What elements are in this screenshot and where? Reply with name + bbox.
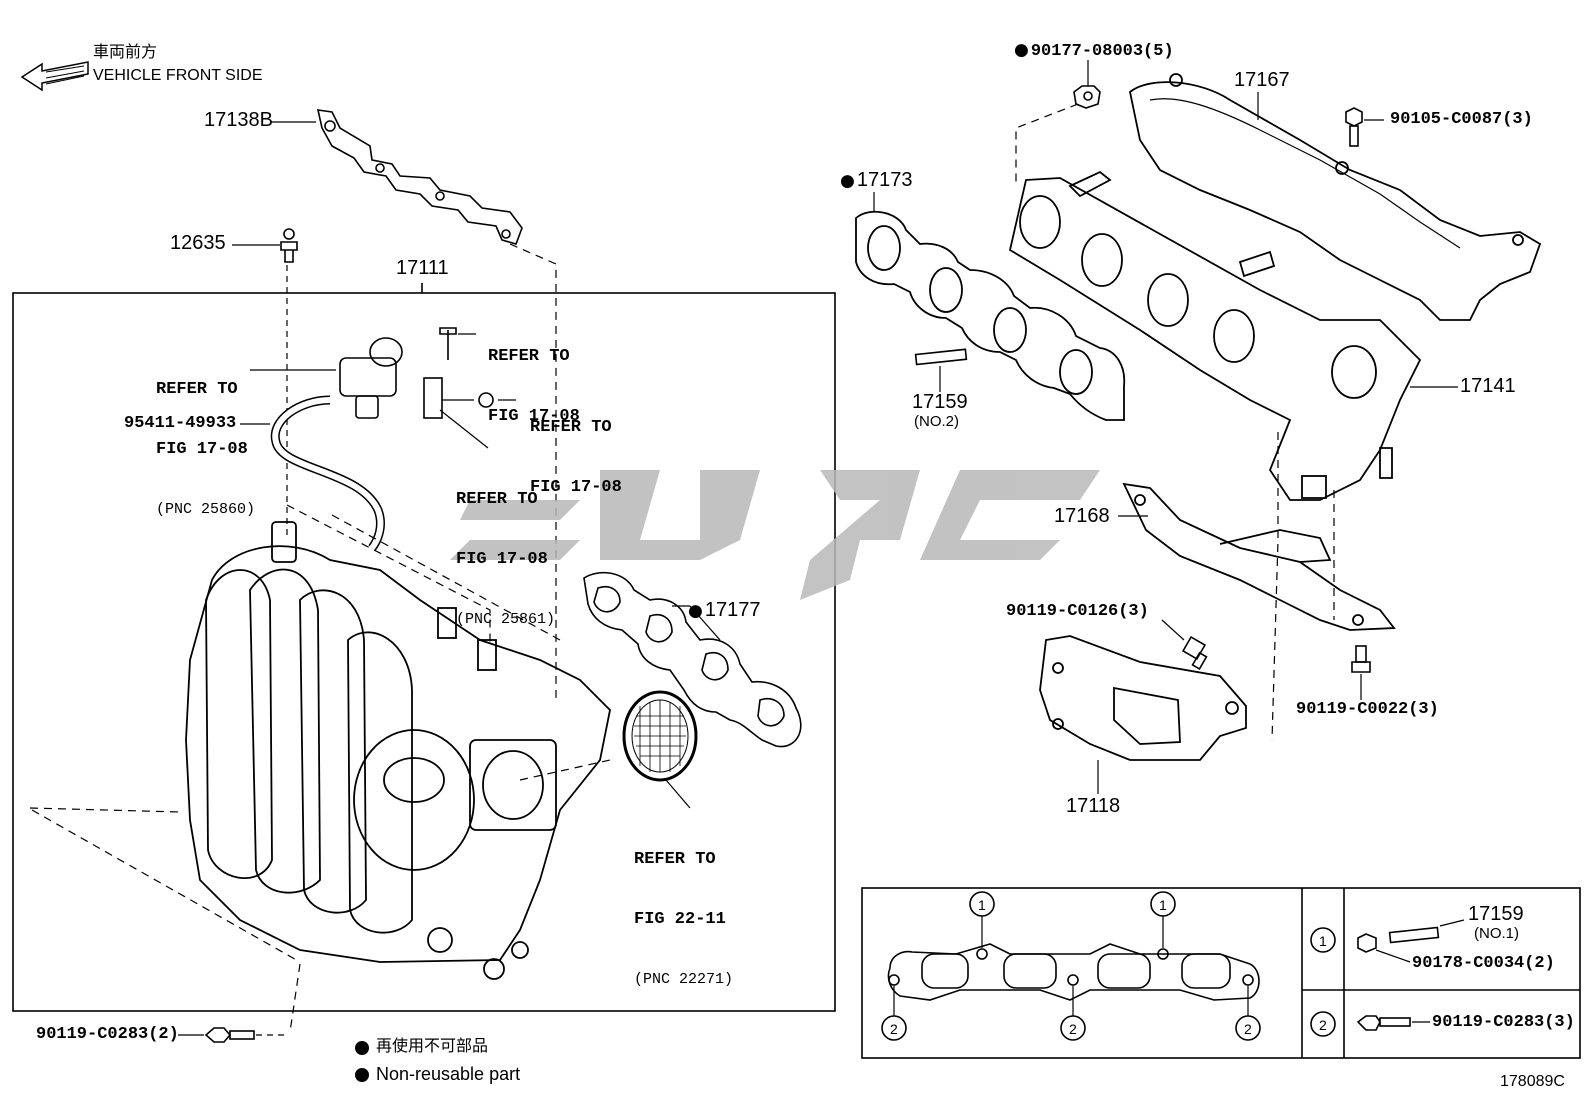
intake-manifold-box	[12, 292, 836, 1012]
gasket-17177	[583, 571, 802, 748]
label-90105: 90105-C0087(3)	[1390, 110, 1533, 129]
callout-2-b: 2	[1069, 1021, 1077, 1037]
callout-1-a: 1	[978, 897, 986, 913]
label-90119-c0283-2: 90119-C0283(2)	[36, 1025, 179, 1044]
vsv-valve	[339, 337, 443, 419]
front-side-en: VEHICLE FRONT SIDE	[93, 67, 263, 84]
label-17159-no2: (NO.2)	[914, 413, 959, 430]
label-detail-90119-c0283: 90119-C0283(3)	[1432, 1013, 1575, 1032]
label-refer-mid: REFER TO FIG 17-08	[530, 418, 622, 497]
legend-en: Non-reusable part	[376, 1064, 521, 1084]
bolt-90105-icon	[1345, 107, 1363, 147]
figure-code: 178089C	[1500, 1073, 1565, 1090]
callout-2-a: 2	[890, 1021, 898, 1037]
label-90177: 90177-08003(5)	[1014, 40, 1174, 62]
front-side-jp: 車両前方	[93, 44, 158, 61]
label-refer-top: REFER TO FIG 17-08	[488, 347, 580, 426]
intake-manifold	[185, 521, 611, 980]
exhaust-gasket-17173	[855, 210, 1126, 421]
legend-jp: 再使用不可部品	[376, 1038, 489, 1055]
callout-2-row: 2	[1319, 1017, 1327, 1033]
bolt-90119-c0283-icon	[204, 1027, 255, 1043]
exhaust-manifold-17141	[1008, 170, 1422, 501]
label-90119-c0022: 90119-C0022(3)	[1296, 700, 1439, 719]
callout-1-row: 1	[1319, 933, 1327, 949]
label-refer-25860: REFER TO FIG 17-08 (PNC 25860)	[156, 380, 256, 518]
label-90119-c0126: 90119-C0126(3)	[1006, 602, 1149, 621]
bracket-17118	[1039, 635, 1247, 761]
label-detail-no1: (NO.1)	[1474, 925, 1519, 942]
detail-box	[861, 887, 1581, 1059]
intake-screen	[622, 690, 698, 782]
stay-17168	[1122, 482, 1396, 631]
label-refer-22271: REFER TO FIG 22-11 (PNC 22271)	[634, 850, 734, 988]
label-17167: 17167	[1234, 69, 1290, 91]
bolt-90119-c0022-icon	[1351, 645, 1371, 673]
label-95411: 95411-49933	[124, 414, 237, 433]
label-17168: 17168	[1054, 505, 1110, 527]
label-17159: 17159	[912, 391, 968, 413]
bracket-17138b	[316, 109, 523, 245]
label-17177: 17177	[688, 600, 761, 621]
bolt-90119-c0126-icon	[1181, 635, 1208, 671]
label-detail-17159: 17159	[1468, 903, 1524, 925]
label-17141: 17141	[1460, 375, 1516, 397]
bolt-12635-icon	[280, 228, 298, 263]
callout-2-c: 2	[1244, 1021, 1252, 1037]
label-detail-90178: 90178-C0034(2)	[1412, 954, 1555, 973]
label-17173: 17173	[840, 170, 913, 191]
heat-insulator-17167	[1129, 73, 1542, 321]
nut-90177-icon	[1073, 85, 1101, 109]
stud-17159-icon	[914, 348, 968, 366]
label-12635: 12635	[170, 232, 226, 254]
watermark-logo	[450, 470, 1100, 600]
label-refer-25861: REFER TO FIG 17-08 (PNC 25861)	[456, 490, 556, 628]
label-main-box: 17111	[396, 257, 449, 279]
label-17118: 17118	[1066, 795, 1121, 817]
front-arrow-icon	[20, 61, 89, 92]
label-17138b: 17138B	[204, 109, 273, 131]
callout-1-b: 1	[1159, 897, 1167, 913]
